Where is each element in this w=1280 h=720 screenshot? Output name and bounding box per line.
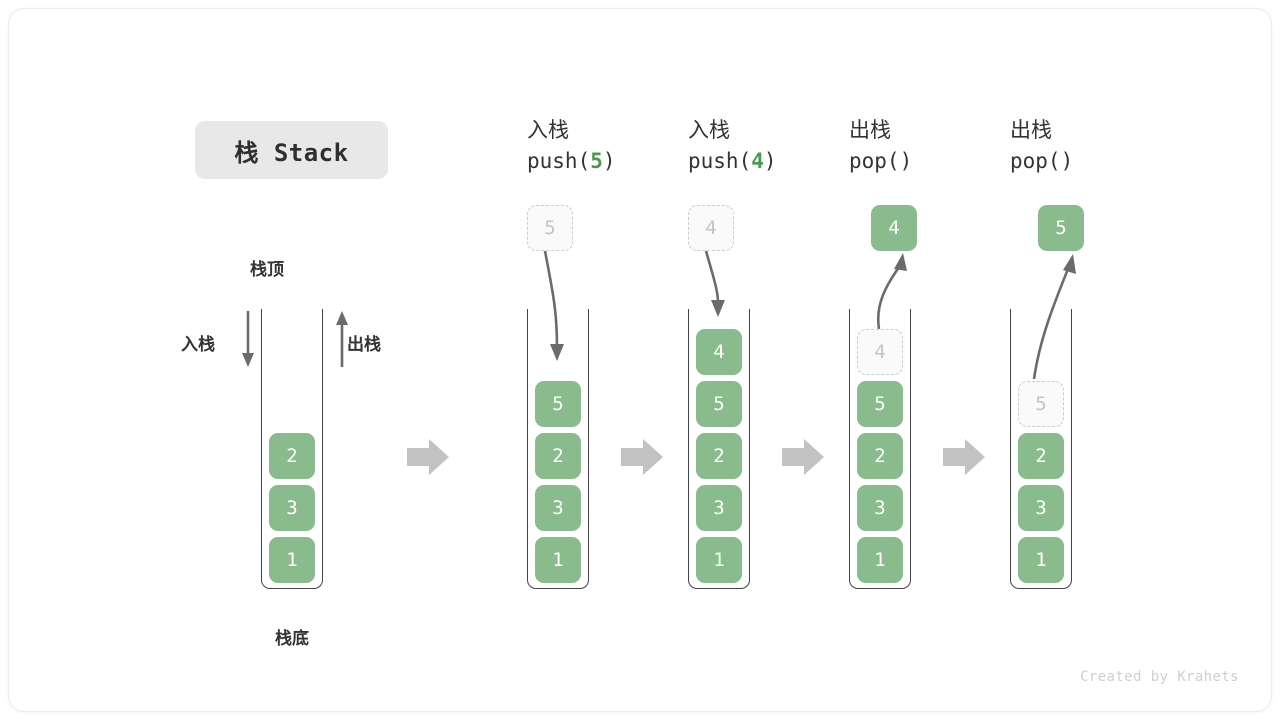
stack-top-label: 栈顶 bbox=[250, 260, 284, 280]
column-header-cn-2: 入栈 bbox=[688, 118, 730, 142]
stack-cell: 3 bbox=[269, 485, 315, 531]
stack-cell: 2 bbox=[269, 433, 315, 479]
stack-cell: 1 bbox=[857, 537, 903, 583]
pop-direction-arrow-icon bbox=[336, 311, 348, 367]
stack-cell: 4 bbox=[696, 329, 742, 375]
stack-cell: 3 bbox=[696, 485, 742, 531]
stack-tube-pop-1 bbox=[849, 309, 911, 589]
column-header-code-3: pop() bbox=[849, 149, 913, 173]
push-motion-arrow-4-icon bbox=[704, 250, 725, 317]
column-header-pop-1: 出栈 pop() bbox=[849, 115, 912, 177]
stack-cell: 5 bbox=[535, 381, 581, 427]
flow-arrow-icon-4 bbox=[943, 439, 985, 475]
stack-bottom-label: 栈底 bbox=[275, 629, 309, 649]
column-header-cn-1: 入栈 bbox=[527, 118, 569, 142]
column-header-cn-3: 出栈 bbox=[849, 118, 891, 142]
stack-ghost-cell: 5 bbox=[1018, 381, 1064, 427]
stack-cell: 3 bbox=[1018, 485, 1064, 531]
stack-cell: 2 bbox=[857, 433, 903, 479]
popped-cell-4: 4 bbox=[871, 205, 917, 251]
stack-cell: 5 bbox=[857, 381, 903, 427]
pop-motion-arrow-5-icon bbox=[1032, 254, 1076, 380]
stack-cell: 2 bbox=[696, 433, 742, 479]
page-title: 栈 Stack bbox=[195, 121, 388, 179]
column-header-pop-2: 出栈 pop() bbox=[1010, 115, 1073, 177]
column-header-code-1: push(5) bbox=[527, 149, 616, 173]
stack-tube-push-5 bbox=[527, 309, 589, 589]
stack-cell: 1 bbox=[696, 537, 742, 583]
push-side-label: 入栈 bbox=[181, 335, 215, 355]
column-header-push-5: 入栈 push(5) bbox=[527, 115, 616, 177]
column-header-push-4: 入栈 push(4) bbox=[688, 115, 777, 177]
stack-cell: 1 bbox=[535, 537, 581, 583]
column-header-cn-4: 出栈 bbox=[1010, 118, 1052, 142]
incoming-ghost-cell-4: 4 bbox=[688, 205, 734, 251]
flow-arrow-icon-3 bbox=[782, 439, 824, 475]
column-header-code-4: pop() bbox=[1010, 149, 1074, 173]
push-direction-arrow-icon bbox=[242, 311, 254, 367]
stack-cell: 3 bbox=[535, 485, 581, 531]
pop-side-label: 出栈 bbox=[347, 335, 381, 355]
stack-tube-push-4 bbox=[688, 309, 750, 589]
stack-tube-initial bbox=[261, 309, 323, 589]
stack-cell: 5 bbox=[696, 381, 742, 427]
flow-arrow-icon-2 bbox=[621, 439, 663, 475]
pop-motion-arrow-4-icon bbox=[876, 253, 907, 330]
stack-cell: 1 bbox=[269, 537, 315, 583]
credit-text: Created by Krahets bbox=[1080, 669, 1239, 685]
incoming-ghost-cell-5: 5 bbox=[527, 205, 573, 251]
stack-cell: 3 bbox=[857, 485, 903, 531]
stack-cell: 1 bbox=[1018, 537, 1064, 583]
stack-tube-pop-2 bbox=[1010, 309, 1072, 589]
stack-ghost-cell: 4 bbox=[857, 329, 903, 375]
flow-arrow-icon-1 bbox=[407, 439, 449, 475]
push-motion-arrow-5-icon bbox=[543, 250, 564, 361]
popped-cell-5: 5 bbox=[1038, 205, 1084, 251]
column-header-code-2: push(4) bbox=[688, 149, 777, 173]
stack-cell: 2 bbox=[535, 433, 581, 479]
diagram-card: 栈 Stack 栈顶 栈底 入栈 出栈 2 3 1 入栈 push(5) 5 5 2 3… bbox=[8, 8, 1272, 712]
stack-cell: 2 bbox=[1018, 433, 1064, 479]
